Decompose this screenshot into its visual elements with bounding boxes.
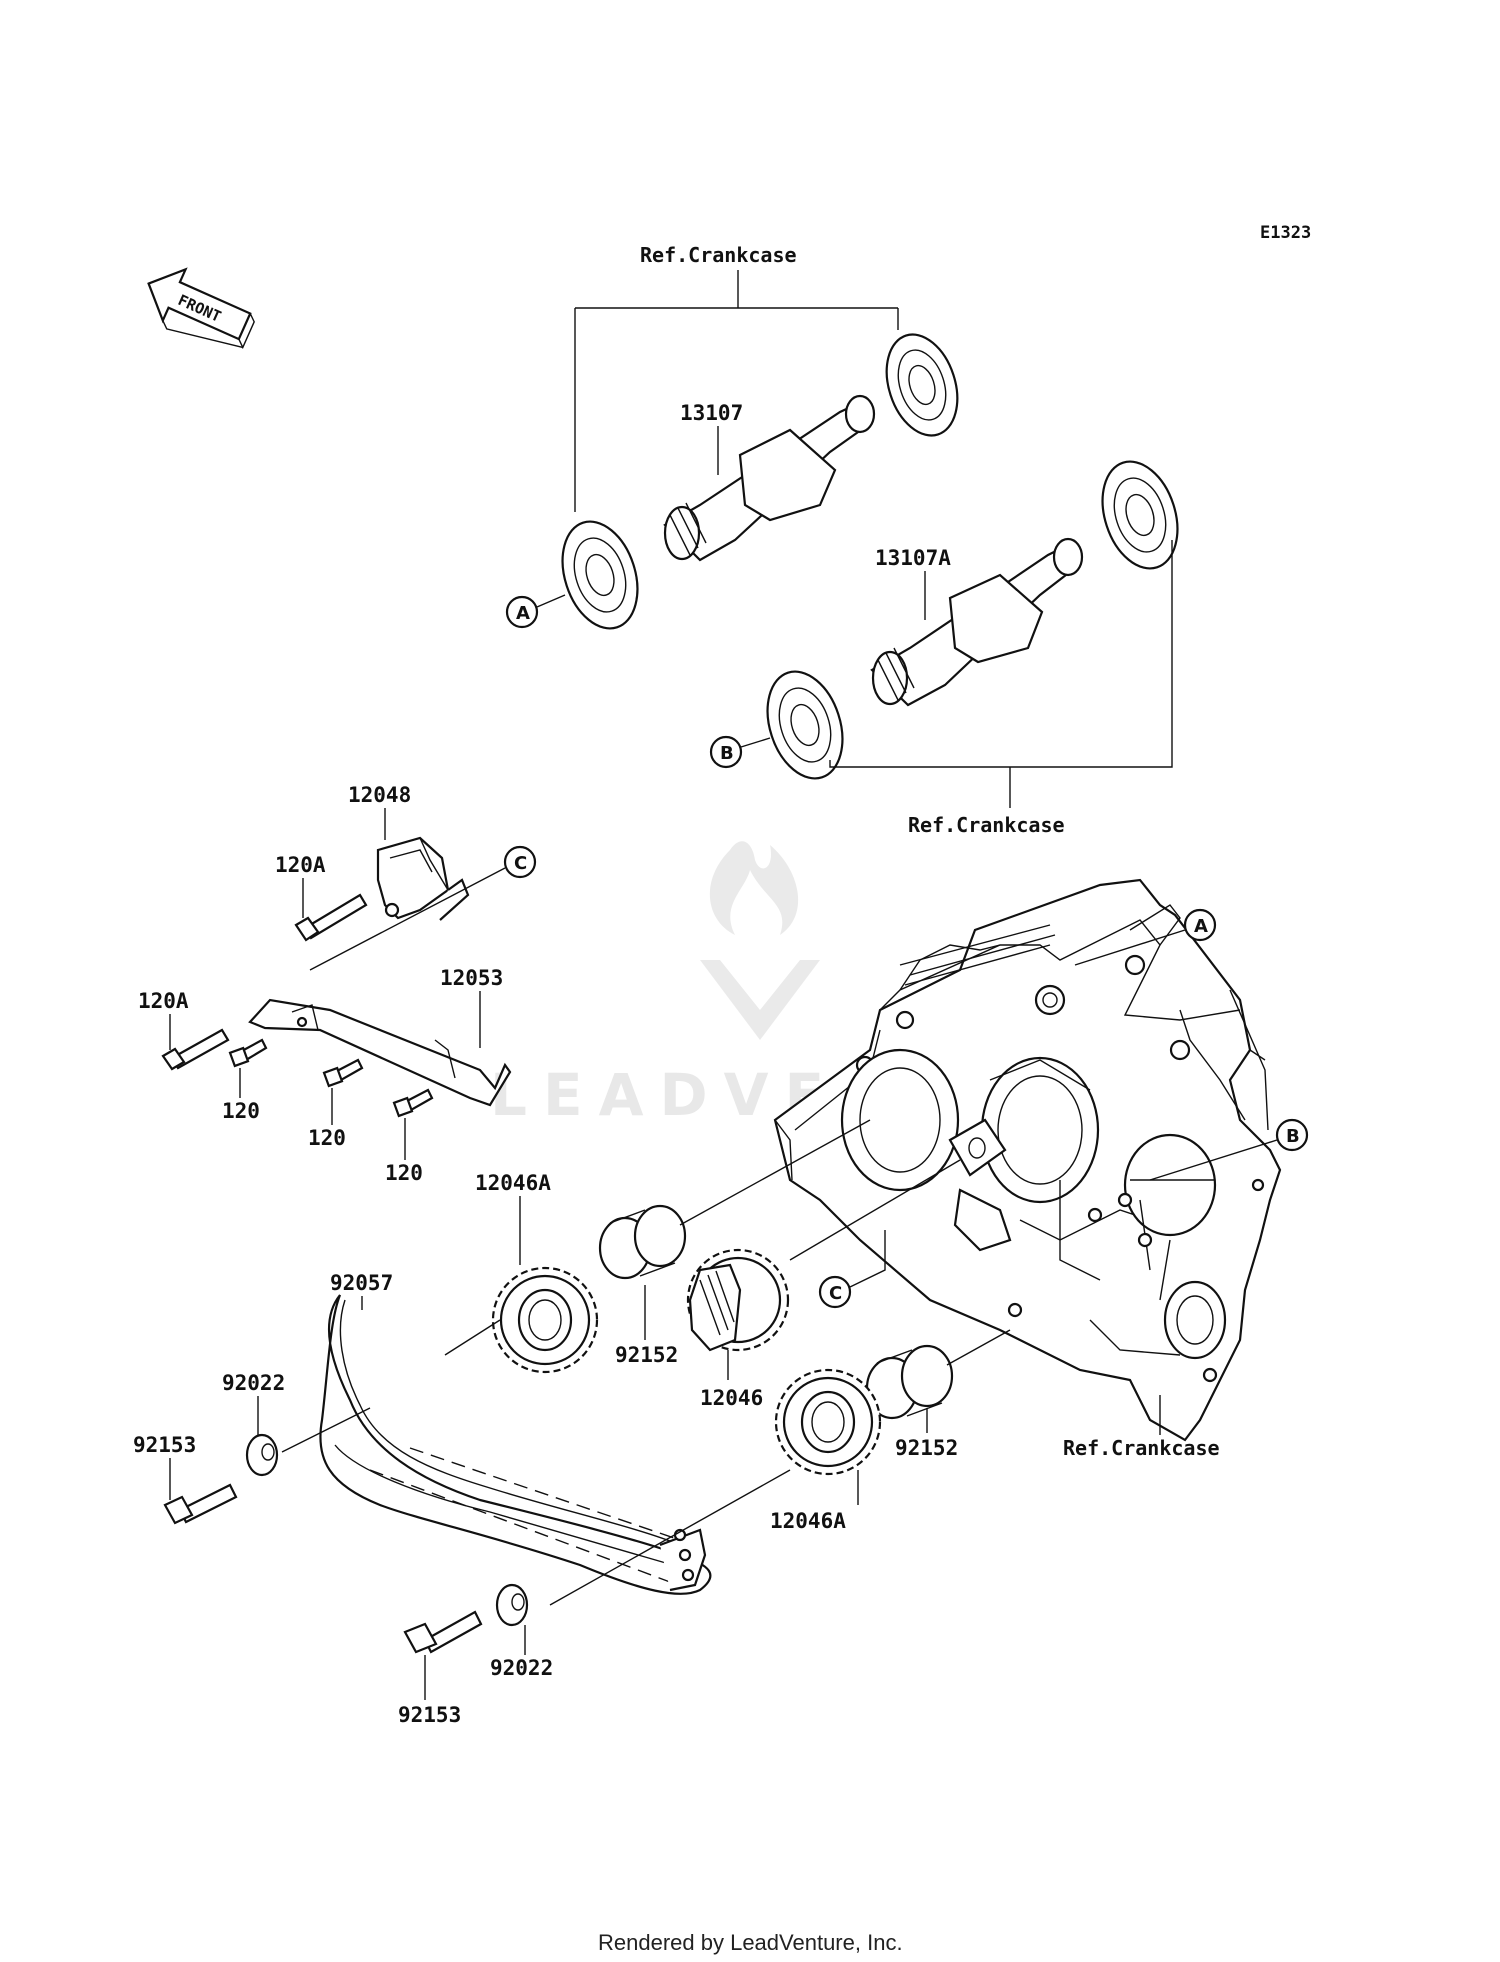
chain-guide-12053 bbox=[248, 998, 512, 1107]
bolt-92153-upper bbox=[163, 1483, 238, 1525]
part-label-92022-upper: 92022 bbox=[222, 1371, 285, 1395]
leader-b-left bbox=[740, 737, 771, 748]
leader-washer-upper bbox=[281, 1407, 371, 1453]
part-label-92022-lower: 92022 bbox=[490, 1656, 553, 1680]
crankcase-half bbox=[773, 878, 1282, 1442]
screw-120-b bbox=[322, 1058, 364, 1088]
callout-b-right-text: B bbox=[1286, 1126, 1300, 1147]
part-label-92153-upper: 92153 bbox=[133, 1433, 196, 1457]
leader-b-right bbox=[1149, 1139, 1278, 1181]
sprocket-12046a-upper bbox=[491, 1266, 599, 1374]
ref-bracket-top bbox=[574, 270, 899, 512]
part-label-120-a: 120 bbox=[222, 1099, 260, 1123]
callout-b-right: B bbox=[1275, 1118, 1309, 1152]
part-label-120a-upper: 120A bbox=[275, 853, 326, 877]
spacer-92152-right bbox=[865, 1344, 954, 1420]
bearing-13107a-left bbox=[766, 670, 844, 780]
chain-92057 bbox=[319, 1294, 712, 1595]
callout-b-left: B bbox=[709, 735, 743, 769]
part-label-13107: 13107 bbox=[680, 401, 743, 425]
callout-a-left: A bbox=[505, 595, 539, 629]
ref-bracket-middle bbox=[829, 540, 1173, 808]
leader-spacer-left bbox=[679, 1119, 871, 1226]
ref-crankcase-bottom: Ref.Crankcase bbox=[1063, 1436, 1220, 1460]
part-label-13107a: 13107A bbox=[875, 546, 951, 570]
screw-120-c bbox=[392, 1088, 434, 1118]
screw-120-a bbox=[228, 1038, 268, 1068]
shaft-13107a bbox=[870, 537, 1084, 707]
washer-92022-upper bbox=[245, 1433, 279, 1477]
footer-credit: Rendered by LeadVenture, Inc. bbox=[598, 1930, 903, 1955]
sprocket-12046a-lower bbox=[774, 1368, 882, 1476]
callout-a-left-text: A bbox=[516, 603, 530, 624]
callout-c-upper: C bbox=[503, 845, 537, 879]
leader-a-left bbox=[536, 594, 566, 608]
part-label-12046a-lower: 12046A bbox=[770, 1509, 846, 1533]
callout-c-upper-text: C bbox=[514, 853, 527, 874]
callout-a-right: A bbox=[1183, 908, 1217, 942]
bolt-92153-lower bbox=[403, 1610, 483, 1654]
sprocket-12046 bbox=[686, 1248, 790, 1352]
leader-sprocket-12046 bbox=[789, 1159, 961, 1261]
callout-b-left-text: B bbox=[720, 743, 734, 764]
leader-c-upper bbox=[309, 867, 506, 971]
ref-crankcase-top: Ref.Crankcase bbox=[640, 243, 797, 267]
part-label-92057: 92057 bbox=[330, 1271, 393, 1295]
part-label-12046: 12046 bbox=[700, 1386, 763, 1410]
part-label-12048: 12048 bbox=[348, 783, 411, 807]
leader-spacer-right bbox=[946, 1329, 1011, 1366]
part-label-12046a-upper: 12046A bbox=[475, 1171, 551, 1195]
part-label-120a-lower: 120A bbox=[138, 989, 189, 1013]
shaft-13107 bbox=[663, 394, 876, 562]
washer-92022-lower bbox=[495, 1583, 529, 1627]
tensioner-12048 bbox=[376, 836, 470, 921]
part-label-12053: 12053 bbox=[440, 966, 503, 990]
diagram-code: E1323 bbox=[1260, 223, 1311, 243]
part-label-120-c: 120 bbox=[385, 1161, 423, 1185]
part-label-92152-right: 92152 bbox=[895, 1436, 958, 1460]
front-arrow-icon: FRONT bbox=[147, 267, 255, 350]
bearing-13107a-right bbox=[1101, 460, 1179, 570]
callout-a-right-text: A bbox=[1194, 916, 1208, 937]
part-label-120-b: 120 bbox=[308, 1126, 346, 1150]
spacer-92152-left bbox=[598, 1204, 687, 1280]
ref-crankcase-middle: Ref.Crankcase bbox=[908, 813, 1065, 837]
part-label-92153-lower: 92153 bbox=[398, 1703, 461, 1727]
leader-chain-lower bbox=[549, 1469, 791, 1606]
leader-c-lower bbox=[849, 1230, 886, 1288]
bolt-120a-upper bbox=[294, 893, 368, 942]
part-label-92152-left: 92152 bbox=[615, 1343, 678, 1367]
leader-a-right bbox=[1074, 929, 1186, 966]
bearing-13107-left bbox=[561, 520, 639, 630]
leader-chain-upper bbox=[444, 1319, 501, 1356]
bearing-13107-right bbox=[885, 333, 959, 437]
bolt-120a-lower bbox=[161, 1028, 230, 1071]
callout-c-lower-text: C bbox=[829, 1283, 842, 1304]
callout-c-lower: C bbox=[818, 1275, 852, 1309]
